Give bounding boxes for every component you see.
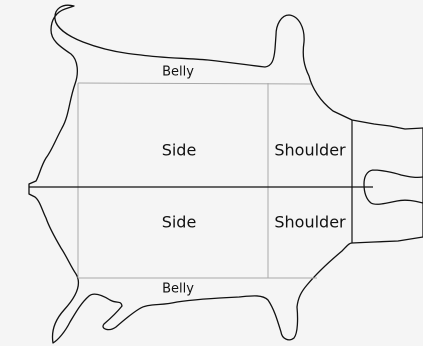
- belly-top-line: [78, 83, 311, 84]
- hide-outline: [29, 5, 423, 343]
- side-top-label: Side: [162, 141, 197, 160]
- shoulder-bottom-label: Shoulder: [274, 213, 346, 232]
- belly-bottom-label: Belly: [162, 282, 194, 297]
- belly-top-label: Belly: [162, 65, 194, 80]
- shoulder-top-label: Shoulder: [274, 141, 346, 160]
- side-bottom-label: Side: [162, 213, 197, 232]
